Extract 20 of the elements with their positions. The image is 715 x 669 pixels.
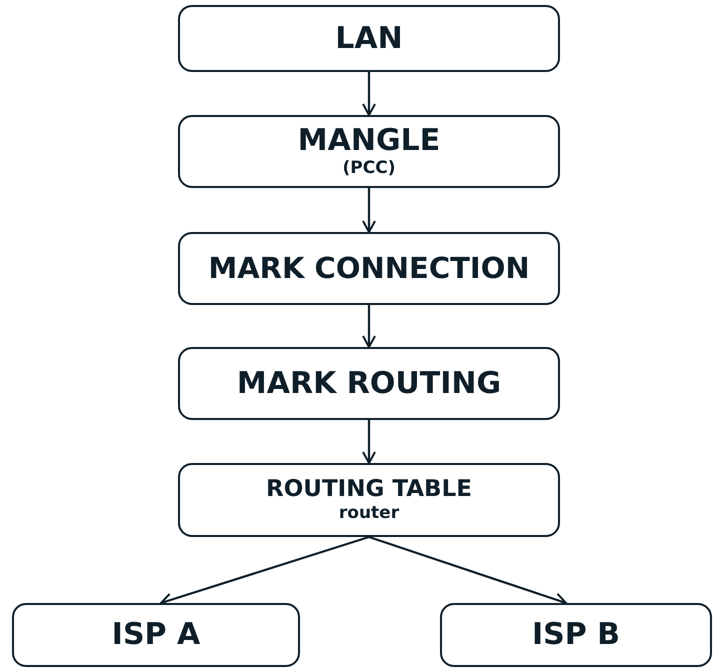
box-title: ROUTING TABLE — [266, 478, 472, 501]
box-title: MARK CONNECTION — [208, 254, 530, 283]
box-title: LAN — [335, 24, 403, 54]
arrow — [362, 72, 376, 116]
process-box — [178, 115, 560, 188]
arrow — [362, 305, 376, 348]
box-title: ISP A — [112, 620, 200, 650]
process-box — [178, 232, 560, 305]
process-box — [12, 603, 300, 667]
box-title: MARK ROUTING — [236, 368, 502, 398]
arrow — [362, 420, 376, 464]
box-subtitle: (PCC) — [342, 160, 396, 177]
box-title: ISP B — [532, 620, 620, 650]
box-title: MANGLE — [298, 126, 440, 156]
process-box — [178, 5, 560, 72]
process-box — [440, 603, 712, 667]
process-box — [178, 347, 560, 420]
arrow — [362, 188, 376, 233]
process-box — [178, 463, 560, 537]
box-subtitle: router — [338, 505, 400, 522]
